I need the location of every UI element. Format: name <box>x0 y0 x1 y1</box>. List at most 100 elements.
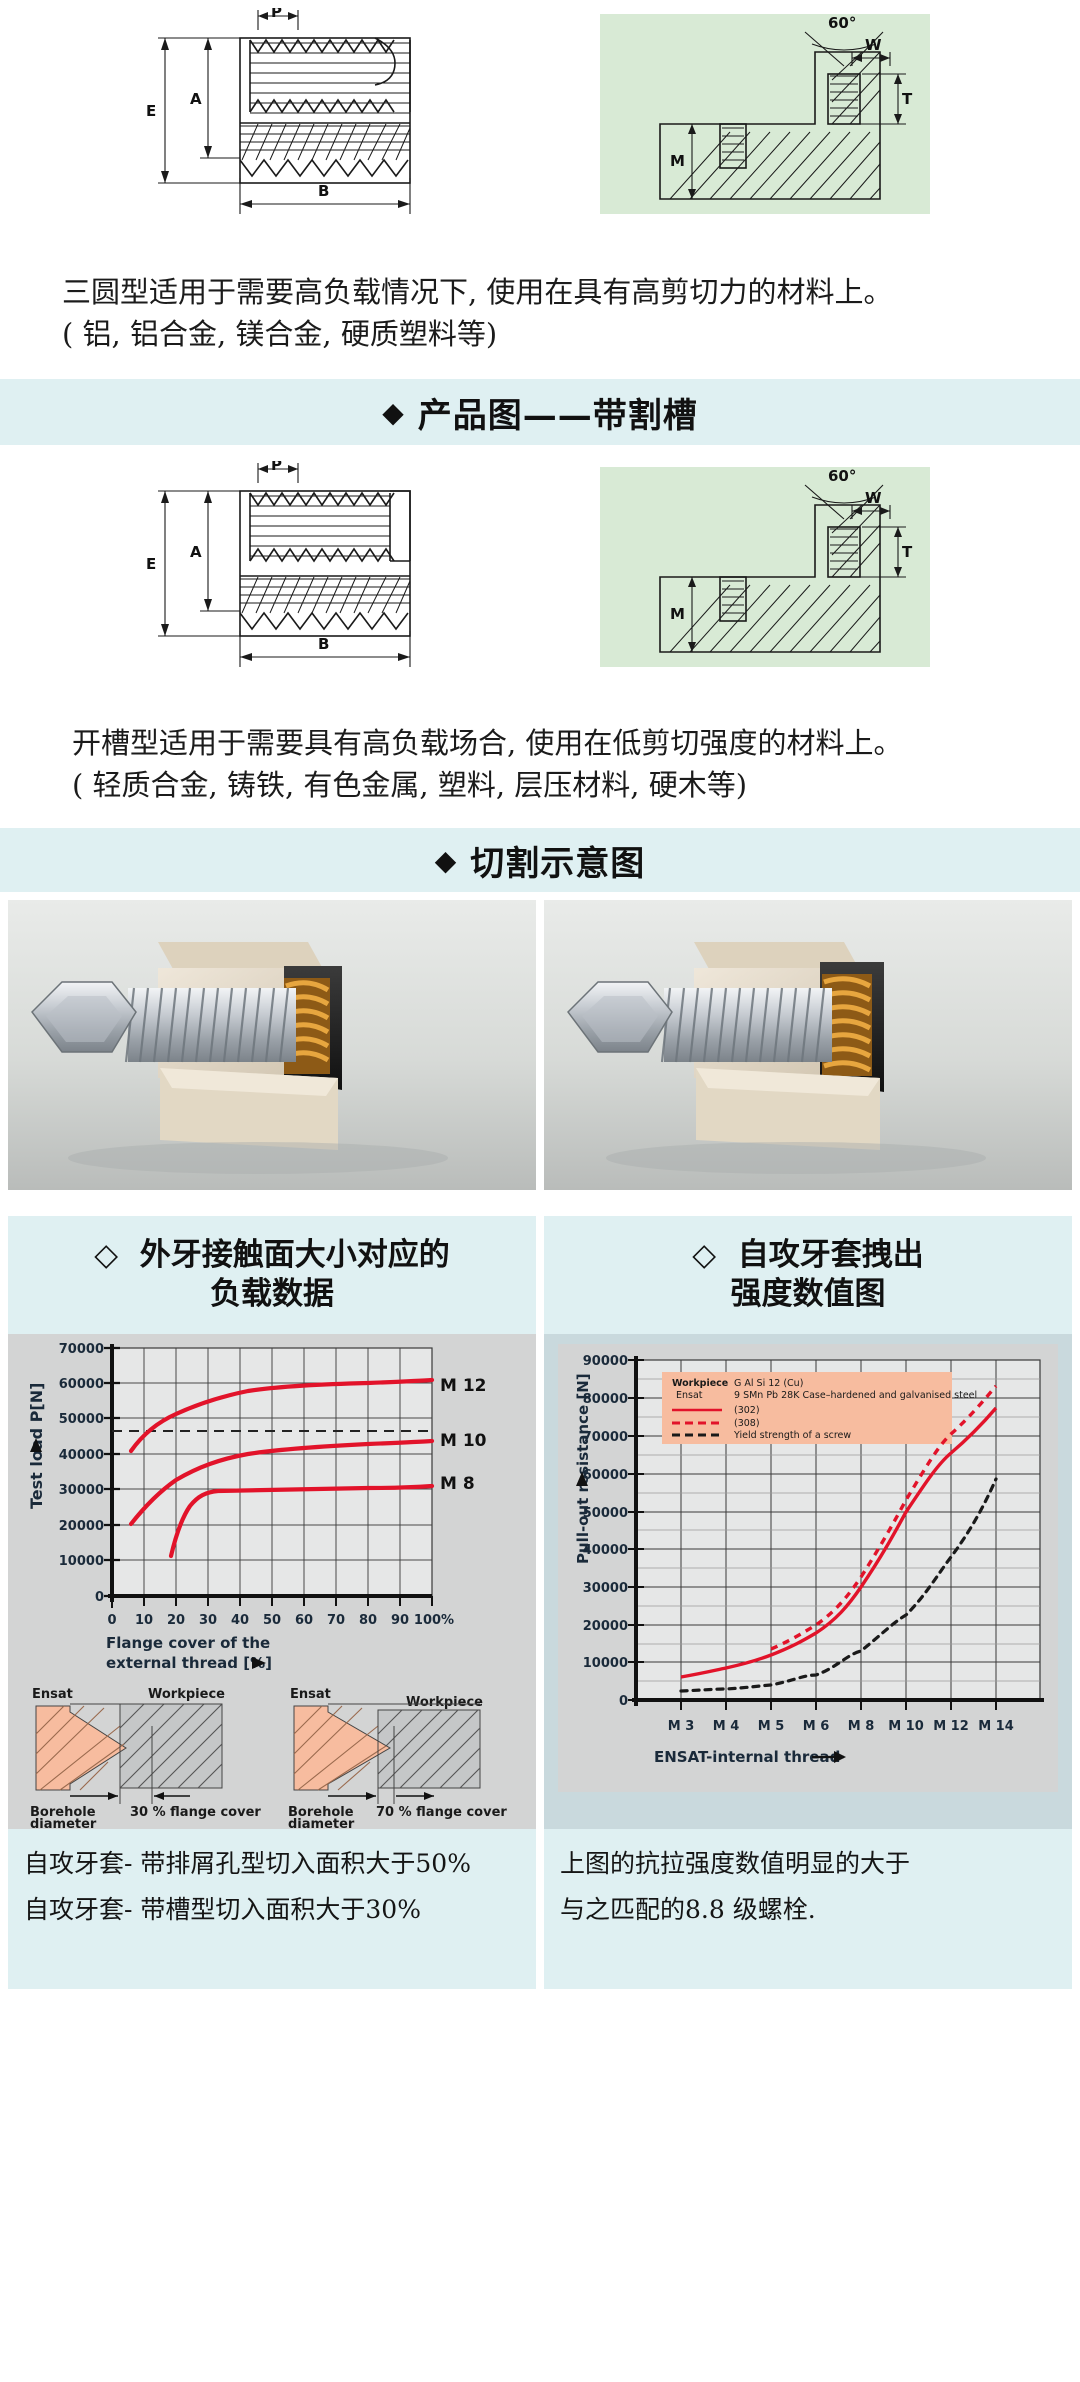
svg-text:50000: 50000 <box>59 1412 104 1427</box>
column-pullout-strength: ◇ 自攻牙套拽出 强度数值图 <box>544 1216 1072 1990</box>
dim-label-M-2: M <box>670 605 685 623</box>
legend-row0-key: Workpiece <box>672 1378 728 1389</box>
legend-line2-label: Yield strength of a screw <box>733 1430 851 1441</box>
hatch-b-borehole-line1: Borehole <box>288 1805 354 1820</box>
drawing-row-slotted: P E A B <box>0 445 1080 676</box>
intro-caption: 三圆型适用于需要高负载情况下, 使用在具有高剪切力的材料上。 ( 铝, 铝合金,… <box>0 223 1080 379</box>
svg-text:70000: 70000 <box>59 1342 104 1357</box>
dim-label-B-2: B <box>318 635 329 653</box>
hatch-b-workpiece-label: Workpiece <box>406 1695 483 1710</box>
dim-label-E: E <box>146 102 156 120</box>
dim-label-E-2: E <box>146 555 156 573</box>
hatch-a-ensat-label: Ensat <box>32 1687 73 1702</box>
green-panel <box>600 14 930 214</box>
svg-text:0: 0 <box>619 1694 628 1709</box>
section-header-product-slot: ◆ 产品图——带割槽 <box>0 379 1080 446</box>
series-label-m12: M 12 <box>440 1376 487 1396</box>
column-header-pullout: ◇ 自攻牙套拽出 强度数值图 <box>544 1216 1072 1335</box>
hatch-b-borehole-line2: diameter <box>288 1817 355 1829</box>
svg-text:20: 20 <box>167 1613 185 1628</box>
diamond-outline-icon-2: ◇ <box>692 1237 717 1274</box>
dim-label-W: W <box>865 36 882 54</box>
intro-caption-line1: 三圆型适用于需要高负载情况下, 使用在具有高剪切力的材料上。 <box>62 275 893 309</box>
dim-label-angle-2: 60° <box>828 467 856 485</box>
footnote-right-line1: 上图的抗拉强度数值明显的大于 <box>560 1849 911 1879</box>
svg-text:40000: 40000 <box>59 1448 104 1463</box>
chart2-xtick-2: M 5 <box>758 1719 785 1734</box>
threelobe-section-drawing: P E A <box>90 8 610 223</box>
bottom-columns: ◇ 外牙接触面大小对应的 负载数据 <box>0 1216 1080 1990</box>
hatch-a-cover-label: 30 % flange cover <box>130 1805 261 1820</box>
svg-text:80000: 80000 <box>583 1392 628 1407</box>
column-flange-load: ◇ 外牙接触面大小对应的 负载数据 <box>8 1216 536 1990</box>
chart2-xtick-1: M 4 <box>713 1719 740 1734</box>
legend-line1-label: (308) <box>734 1418 760 1429</box>
chart2-xtick-6: M 12 <box>933 1719 969 1734</box>
svg-text:10000: 10000 <box>583 1656 628 1671</box>
chart-flange-load: 70000 60000 50000 40000 30000 20000 1000… <box>8 1334 536 1830</box>
chart2-y-axis-label: Pull-out resistance [N] <box>574 1374 592 1565</box>
cutaway-photo-left <box>8 900 536 1191</box>
column-header-flange-load: ◇ 外牙接触面大小对应的 负载数据 <box>8 1216 536 1335</box>
chart2-xtick-0: M 3 <box>668 1719 695 1734</box>
slotted-section-drawing: P E A B <box>90 461 610 676</box>
chart2-xtick-7: M 14 <box>978 1719 1014 1734</box>
threelobe-install-drawing: 60° W T M <box>600 8 930 223</box>
dim-label-W-2: W <box>865 489 882 507</box>
intro-caption-line2: ( 铝, 铝合金, 镁合金, 硬质塑料等) <box>62 317 498 352</box>
dim-label-T: T <box>902 90 913 108</box>
hatch-a-borehole-line2: diameter <box>30 1817 97 1829</box>
svg-text:0: 0 <box>95 1590 104 1605</box>
series-label-m10: M 10 <box>440 1431 487 1451</box>
svg-text:30000: 30000 <box>583 1581 628 1596</box>
hatch-b-ensat-label: Ensat <box>290 1687 331 1702</box>
section-header-cutaway-title: 切割示意图 <box>470 843 646 884</box>
chart2-xtick-3: M 6 <box>803 1719 830 1734</box>
footnote-left-line1: 自攻牙套- 带排屑孔型切入面积大于50% <box>24 1849 471 1879</box>
svg-text:40: 40 <box>231 1613 249 1628</box>
svg-text:70: 70 <box>327 1613 345 1628</box>
legend-row1-key: Ensat <box>676 1390 703 1401</box>
section-header-product-slot-title: 产品图——带割槽 <box>417 395 698 436</box>
svg-text:90: 90 <box>391 1613 409 1628</box>
drawing-row-threelobe: P E A <box>0 0 1080 223</box>
column-header2-line2: 强度数值图 <box>730 1276 886 1313</box>
footnote-right: 上图的抗拉强度数值明显的大于 与之匹配的8.8 级螺栓. <box>544 1829 1072 1990</box>
slotted-install-drawing: 60° W T M <box>600 461 930 676</box>
svg-text:20000: 20000 <box>59 1519 104 1534</box>
svg-text:60000: 60000 <box>59 1377 104 1392</box>
svg-text:30000: 30000 <box>59 1483 104 1498</box>
legend-line0-label: (302) <box>734 1405 760 1416</box>
dim-label-P-2: P <box>271 461 282 474</box>
footnote-left: 自攻牙套- 带排屑孔型切入面积大于50% 自攻牙套- 带槽型切入面积大于30% <box>8 1829 536 1990</box>
footnote-right-line2: 与之匹配的8.8 级螺栓. <box>560 1894 816 1924</box>
slot-caption-line1: 开槽型适用于需要具有高负载场合, 使用在低剪切强度的材料上。 <box>72 726 903 761</box>
svg-text:external thread [%]: external thread [%] <box>106 1654 272 1672</box>
green-panel-2 <box>600 467 930 668</box>
column-header-line2: 负载数据 <box>210 1276 334 1313</box>
svg-text:50: 50 <box>263 1613 281 1628</box>
footnote-left-line2: 自攻牙套- 带槽型切入面积大于30% <box>24 1894 421 1924</box>
svg-text:Flange cover of the: Flange cover of the <box>106 1634 270 1652</box>
chart-pullout: 90000 80000 70000 60000 50000 40000 3000… <box>544 1334 1072 1830</box>
svg-text:20000: 20000 <box>583 1619 628 1634</box>
svg-text:60000: 60000 <box>583 1468 628 1483</box>
column-header2-line1: 自攻牙套拽出 <box>737 1237 924 1274</box>
svg-text:60: 60 <box>295 1613 313 1628</box>
svg-text:40000: 40000 <box>583 1543 628 1558</box>
svg-text:10000: 10000 <box>59 1554 104 1569</box>
svg-text:50000: 50000 <box>583 1506 628 1521</box>
series-label-m8: M 8 <box>440 1474 475 1494</box>
svg-text:10: 10 <box>135 1613 153 1628</box>
legend-row0-value: G Al Si 12 (Cu) <box>734 1378 803 1389</box>
slot-caption-line2: ( 轻质合金, 铸铁, 有色金属, 塑料, 层压材料, 硬木等) <box>72 768 748 803</box>
chart2-xtick-5: M 10 <box>888 1719 924 1734</box>
svg-text:30: 30 <box>199 1613 217 1628</box>
diamond-outline-icon: ◇ <box>94 1237 119 1274</box>
hatch-b-cover-label: 70 % flange cover <box>376 1805 507 1820</box>
chart2-x-axis-label: ENSAT-internal thread <box>654 1748 840 1766</box>
dim-label-A: A <box>190 90 202 108</box>
cutaway-photo-right <box>544 900 1072 1191</box>
dim-label-M: M <box>670 152 685 170</box>
